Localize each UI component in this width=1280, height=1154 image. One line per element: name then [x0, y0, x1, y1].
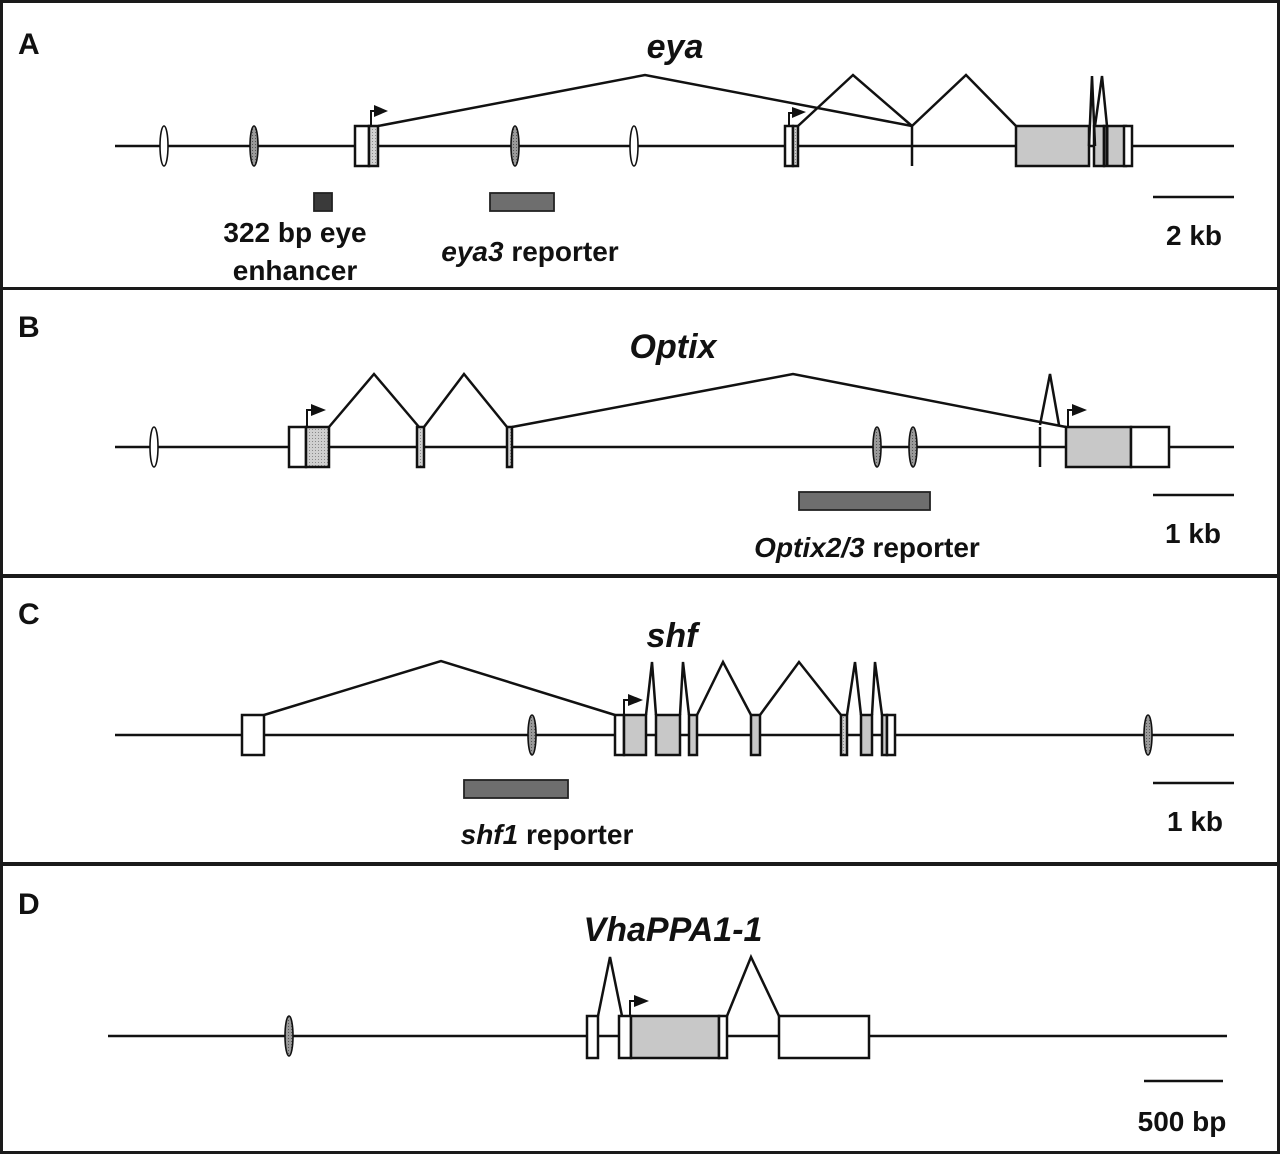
- panel-b-exon-coding: [1064, 425, 1133, 469]
- panel-a-reporter-fragment: [489, 192, 555, 212]
- panel-d-exon-utr: [617, 1014, 633, 1060]
- panel-d-scale-label: 500 bp: [1138, 1106, 1227, 1137]
- panel-a-splice-junction: [911, 73, 1017, 127]
- panel-c-splice-junction: [695, 659, 753, 716]
- panel-c-exon-utr: [240, 713, 266, 757]
- panel-d-border: [0, 863, 1280, 1154]
- panel-a-scale-label: 2 kb: [1166, 220, 1222, 251]
- panel-c-exon-utr: [885, 713, 897, 757]
- panel-b-reporter-fragment: [798, 491, 931, 511]
- panel-a-exon-utr: [353, 124, 371, 168]
- panel-b-exon-coding: [415, 425, 426, 469]
- panel-c-exon-coding: [687, 713, 699, 757]
- panel-c-conserved-site: [1143, 714, 1153, 756]
- panel-b-reporter-label-plain: reporter: [865, 532, 980, 563]
- panel-b-splice-junction: [511, 372, 1067, 429]
- panel-b-letter: B: [18, 311, 40, 344]
- panel-c-splice-junction: [644, 661, 658, 716]
- panel-b-scale-label: 1 kb: [1165, 518, 1221, 549]
- panel-a-splice-junction: [1087, 75, 1097, 147]
- panel-a-reporter-label-plain: reporter: [504, 236, 619, 267]
- panel-a-enhancer-label-line1: 322 bp eye: [223, 217, 366, 248]
- panel-d-exon-utr: [585, 1014, 600, 1060]
- panel-a-conserved-site: [249, 125, 259, 167]
- panel-a-exon-coding: [367, 124, 380, 168]
- panel-c-splice-junction: [758, 659, 842, 716]
- panel-a-reporter-label-italic: eya3: [441, 236, 504, 267]
- panel-d-conserved-site: [284, 1015, 294, 1057]
- panel-b-splice-junction: [1038, 373, 1061, 426]
- panel-c-exon-utr: [613, 713, 626, 757]
- panel-b-conserved-site: [872, 426, 882, 468]
- panel-c-splice-junction: [870, 661, 884, 716]
- panel-a-enhancer-label-line2: enhancer: [233, 255, 358, 286]
- panel-a-exon-coding: [1014, 124, 1091, 168]
- panel-d-letter: D: [18, 888, 40, 921]
- panel-b-gene-name: Optix: [630, 328, 719, 366]
- panel-d-splice-junction: [725, 953, 781, 1017]
- panel-b-exon-coding: [505, 425, 514, 469]
- panel-d-splice-junction: [596, 956, 624, 1017]
- panel-c-splice-junction: [263, 659, 616, 717]
- panel-b-open-site: [149, 426, 159, 468]
- panel-d: D VhaPPA1-1 500 bp: [0, 863, 1280, 1154]
- panel-c-letter: C: [18, 598, 40, 631]
- panel-b-splice-junction: [423, 371, 508, 428]
- panel-b-exon-utr: [287, 425, 308, 469]
- panel-c-reporter-label: shf1 reporter: [461, 819, 634, 850]
- panel-c-exon-coding: [749, 713, 762, 757]
- panel-a-enhancer-fragment: [313, 192, 333, 212]
- panel-a-open-site: [629, 125, 639, 167]
- panel-c-exon-coding: [654, 713, 682, 757]
- panel-a-letter: A: [18, 28, 40, 61]
- panel-a-tss-arrow-icon: [788, 107, 806, 126]
- panel-a: A eya: [0, 0, 1280, 290]
- panel-a-tss-arrow-icon: [370, 105, 388, 126]
- panel-a-gene-name: eya: [647, 28, 704, 66]
- panel-a-open-site: [159, 125, 169, 167]
- panel-d-gene-name: VhaPPA1-1: [584, 911, 763, 949]
- panel-a-splice-junction: [1093, 75, 1109, 127]
- panel-c-reporter-label-italic: shf1: [461, 819, 519, 850]
- panel-b-splice-junction: [328, 372, 420, 428]
- panel-d-exon-utr: [717, 1014, 729, 1060]
- panel-d-exon-utr: [777, 1014, 871, 1060]
- panel-b-exon-utr: [1129, 425, 1171, 469]
- panel-b-tss-arrow-icon: [306, 404, 326, 427]
- panel-a-conserved-site: [510, 125, 520, 167]
- panel-b-reporter-label: Optix2/3 reporter: [754, 532, 980, 563]
- panel-c-exon-coding: [622, 713, 648, 757]
- panel-c-reporter-fragment: [463, 779, 569, 799]
- panel-c-reporter-label-plain: reporter: [518, 819, 633, 850]
- panel-b-tss-arrow-icon: [1067, 404, 1087, 427]
- panel-a-splice-junction: [797, 73, 913, 127]
- panel-c-exon-coding: [839, 713, 849, 757]
- panel-b-conserved-site: [908, 426, 918, 468]
- panel-c-gene-name: shf: [647, 617, 702, 655]
- panel-c-scale-label: 1 kb: [1167, 806, 1223, 837]
- panel-c-exon-coding: [859, 713, 874, 757]
- panel-b-exon-coding: [304, 425, 331, 469]
- panel-c: C shf shf1 reporter 1 kb: [0, 575, 1280, 865]
- panel-a-exon-utr: [1122, 124, 1134, 168]
- panel-c-tss-arrow-icon: [623, 694, 643, 715]
- panel-d-exon-coding: [629, 1014, 721, 1060]
- panel-d-tss-arrow-icon: [629, 995, 649, 1016]
- panel-a-exon-coding: [791, 124, 800, 168]
- panel-c-splice-junction: [845, 661, 863, 716]
- panel-a-splice-junction: [377, 73, 913, 128]
- panel-c-conserved-site: [527, 714, 537, 756]
- panel-b-reporter-label-italic: Optix2/3: [754, 532, 865, 563]
- panel-b: B Optix Optix2/3 reporter 1 kb: [0, 287, 1280, 577]
- panel-c-splice-junction: [678, 661, 691, 716]
- panel-a-reporter-label: eya3 reporter: [441, 236, 619, 267]
